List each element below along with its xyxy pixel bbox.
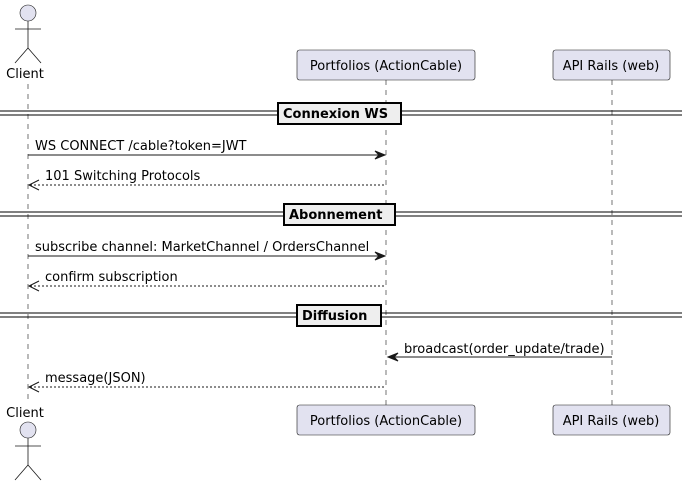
participant-label-api-bottom: API Rails (web) [563, 414, 660, 429]
message-broadcast: broadcast(order_update/trade) [386, 342, 612, 362]
actor-head-icon [19, 421, 37, 439]
actor-leg-left [14, 464, 29, 481]
participant-label-api-top: API Rails (web) [563, 59, 660, 74]
arrowhead-icon [374, 150, 387, 160]
participant-box [296, 49, 476, 81]
actor-label-client-top: Client [6, 67, 44, 82]
participant-box [552, 49, 671, 81]
message-label: broadcast(order_update/trade) [404, 342, 605, 357]
actor-leg-right [27, 464, 42, 481]
actor-client-bottom: Client [6, 406, 44, 481]
separator-abonnement: Abonnement [0, 203, 682, 226]
actor-client-top: Client [6, 4, 44, 82]
participant-portfolios-top: Portfolios (ActionCable) [296, 49, 476, 81]
message-label: message(JSON) [45, 371, 146, 386]
message-label: WS CONNECT /cable?token=JWT [35, 139, 247, 154]
participant-label-portfolios-top: Portfolios (ActionCable) [310, 59, 462, 74]
separator-box [277, 102, 402, 125]
message-ws-connect: WS CONNECT /cable?token=JWT [28, 139, 387, 160]
arrowhead-open-icon [27, 280, 40, 292]
actor-leg-left [14, 47, 29, 64]
separator-label: Abonnement [289, 208, 382, 223]
message-label: 101 Switching Protocols [45, 169, 201, 184]
participant-api-top: API Rails (web) [552, 49, 671, 81]
separator-connexion-ws: Connexion WS [0, 102, 682, 125]
participant-label-portfolios-bottom: Portfolios (ActionCable) [310, 414, 462, 429]
participant-box [552, 404, 671, 436]
actor-label-client-bottom: Client [6, 406, 44, 421]
message-label: subscribe channel: MarketChannel / Order… [35, 240, 369, 255]
arrowhead-icon [374, 251, 387, 261]
separator-label: Diffusion [302, 309, 367, 324]
separator-box [283, 203, 396, 226]
actor-head-icon [19, 4, 37, 22]
separator-diffusion: Diffusion [0, 304, 682, 327]
arrowhead-open-icon [27, 381, 40, 393]
participant-box [296, 404, 476, 436]
participant-api-bottom: API Rails (web) [552, 404, 671, 436]
separator-label: Connexion WS [283, 107, 388, 122]
actor-leg-right [27, 47, 42, 64]
message-confirm-subscription: confirm subscription [27, 270, 385, 292]
message-switching-protocols: 101 Switching Protocols [27, 169, 385, 191]
separator-box [296, 304, 382, 327]
message-subscribe-channel: subscribe channel: MarketChannel / Order… [28, 240, 387, 261]
arrowhead-icon [386, 352, 399, 362]
message-json: message(JSON) [27, 371, 385, 393]
message-label: confirm subscription [45, 270, 178, 285]
participant-portfolios-bottom: Portfolios (ActionCable) [296, 404, 476, 436]
arrowhead-open-icon [27, 179, 40, 191]
